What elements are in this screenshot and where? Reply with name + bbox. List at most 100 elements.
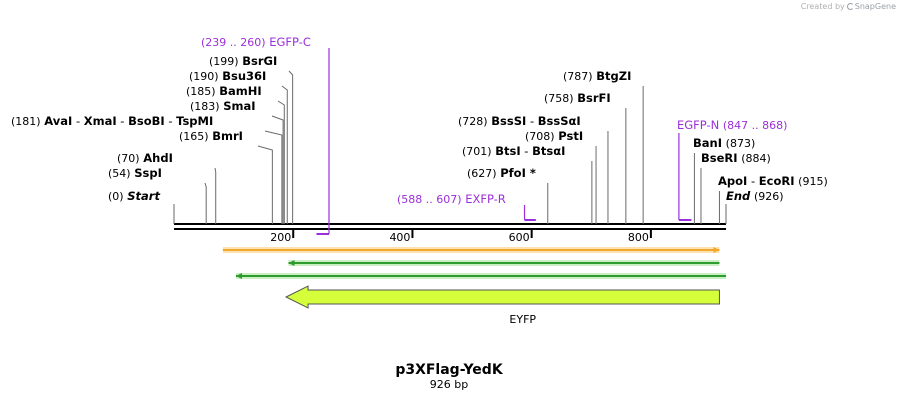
site-pfoi-label-part-2: PfoI *: [500, 166, 536, 180]
site-start-label-part-2: Start: [127, 189, 160, 203]
site-psti-label: (708) PstI: [525, 129, 583, 143]
primer-exfp-r: (588 .. 607) EXFP-R: [397, 192, 536, 221]
site-bsrgi-label-part-2: BsrGI: [242, 54, 277, 68]
site-bsrgi-label: (199) BsrGI: [209, 54, 277, 68]
site-bsssi-label-part-3: -: [530, 114, 534, 128]
orf-2: [288, 260, 720, 266]
site-avai-label-part-6: BsoBI: [128, 114, 165, 128]
site-bsrfi-label-part-1: (758): [544, 92, 574, 105]
site-bsu36i-label: (190) Bsu36I: [189, 69, 266, 83]
site-apoi-label-part-3: EcoRI: [759, 174, 795, 188]
site-psti-label-part-1: (708): [525, 130, 555, 143]
site-btgzi: (787) BtgZI: [563, 69, 644, 224]
site-bsssi-label-part-1: (728): [458, 115, 488, 128]
site-pfoi-label: (627) PfoI *: [467, 166, 536, 180]
site-avai: (181) AvaI - XmaI - BsoBI - TspMI: [11, 114, 283, 224]
site-apoi-label-part-1: ApoI: [718, 174, 747, 188]
site-pfoi-label-part-1: (627): [467, 167, 497, 180]
site-start-label-part-1: (0): [108, 190, 124, 203]
site-avai-label-part-5: -: [120, 114, 124, 128]
orf-2-arrowhead: [288, 260, 295, 266]
orf-1: [222, 247, 720, 253]
site-bsu36i: (190) Bsu36I: [189, 69, 288, 224]
plasmid-size: 926 bp: [430, 378, 468, 391]
site-bseri-label-part-1: BseRI: [701, 151, 738, 165]
site-bani-label-part-1: BanI: [693, 136, 722, 150]
site-bsssi-label: (728) BssSI - BssSαI: [458, 114, 581, 128]
primer-egfp-n-label-part-2: (847 .. 868): [723, 119, 788, 132]
plasmid-name: p3XFlag-YedK: [395, 362, 504, 378]
tick-label-800: 800: [628, 231, 649, 244]
site-smai-leader: [271, 115, 284, 224]
credit-brand: SnapGene: [854, 2, 896, 11]
site-smai: (183) SmaI: [190, 99, 284, 224]
site-avai-label: (181) AvaI - XmaI - BsoBI - TspMI: [11, 114, 213, 128]
orfs: [222, 247, 727, 279]
site-bmri-label: (165) BmrI: [179, 129, 243, 143]
site-bmri-label-part-2: BmrI: [212, 129, 243, 143]
site-bsu36i-leader: [281, 85, 288, 224]
tick-label-400: 400: [389, 231, 410, 244]
site-bmri-leader: [257, 145, 273, 224]
feature-eyfp-label: EYFP: [509, 313, 536, 326]
site-bsrfi-label-part-2: BsrFI: [577, 91, 610, 105]
site-btgzi-label: (787) BtgZI: [563, 69, 631, 83]
snapgene-credit: Created by SnapGene: [801, 2, 896, 11]
restriction-sites: (0) Start(54) SspI(70) AhdI(165) BmrI(18…: [11, 54, 828, 224]
primer-egfp-c-label: (239 .. 260) EGFP-C: [201, 35, 311, 49]
site-start-label: (0) Start: [108, 189, 160, 203]
site-avai-leader: [264, 130, 283, 224]
primer-exfp-r-label-part-1: (588 .. 607): [397, 193, 462, 206]
site-sspi-label-part-1: (54): [108, 167, 131, 180]
tick-label-200: 200: [270, 231, 291, 244]
credit-prefix: Created by: [800, 2, 845, 11]
features: EYFP: [284, 285, 720, 326]
site-bsrfi: (758) BsrFI: [544, 91, 627, 224]
site-bmri: (165) BmrI: [179, 129, 273, 224]
site-avai-label-part-1: (181): [11, 115, 41, 128]
site-bamhi-label-part-1: (185): [186, 85, 216, 98]
site-btsi-label-part-2: BtsI: [495, 144, 520, 158]
site-bsu36i-label-part-1: (190): [189, 70, 219, 83]
site-apoi-label-part-2: -: [751, 174, 755, 188]
site-bsrgi-leader: [288, 70, 294, 224]
site-btsi: (701) BtsI - BtsαI: [462, 144, 593, 224]
site-btsi-label-part-4: BtsαI: [532, 144, 565, 158]
primer-egfp-c-label-part-1: (239 .. 260): [201, 36, 266, 49]
site-avai-label-part-8: TspMI: [176, 114, 213, 128]
backbone: [174, 223, 726, 230]
primer-exfp-r-label: (588 .. 607) EXFP-R: [397, 192, 506, 206]
feature-eyfp: EYFP: [284, 285, 720, 326]
site-btsi-label-part-1: (701): [462, 145, 492, 158]
site-bsssi: (728) BssSI - BssSαI: [458, 114, 609, 224]
site-sspi-label: (54) SspI: [108, 166, 162, 180]
primer-egfp-n-label: EGFP-N (847 .. 868): [677, 118, 787, 132]
site-start: (0) Start: [108, 189, 175, 224]
site-bani-label: BanI (873): [693, 136, 755, 150]
site-btgzi-label-part-2: BtgZI: [596, 69, 631, 83]
site-end-label: End (926): [726, 189, 784, 203]
site-ahdi-label: (70) AhdI: [117, 151, 173, 165]
site-avai-label-part-2: AvaI: [44, 114, 72, 128]
site-bseri-label: BseRI (884): [701, 151, 771, 165]
site-psti-label-part-2: PstI: [558, 129, 583, 143]
site-avai-label-part-3: -: [76, 114, 80, 128]
site-bmri-label-part-1: (165): [179, 130, 209, 143]
site-bsu36i-label-part-2: Bsu36I: [222, 69, 266, 83]
site-apoi-label-part-4: (915): [798, 175, 828, 188]
site-btsi-label: (701) BtsI - BtsαI: [462, 144, 565, 158]
feature-eyfp-arrow: [284, 285, 720, 309]
primer-egfp-n-label-part-1: EGFP-N: [677, 118, 719, 132]
site-bsrgi: (199) BsrGI: [209, 54, 294, 224]
site-sspi-label-part-2: SspI: [134, 166, 162, 180]
site-bamhi-leader: [277, 100, 285, 224]
site-end: End (926): [725, 189, 784, 224]
orf-3: [235, 273, 727, 279]
site-sspi-leader: [204, 182, 207, 224]
orf-3-arrowhead: [235, 273, 242, 279]
snapgene-logo-icon: [846, 3, 854, 10]
primer-egfp-c-label-part-2: EGFP-C: [269, 35, 311, 49]
site-pfoi: (627) PfoI *: [467, 166, 549, 224]
